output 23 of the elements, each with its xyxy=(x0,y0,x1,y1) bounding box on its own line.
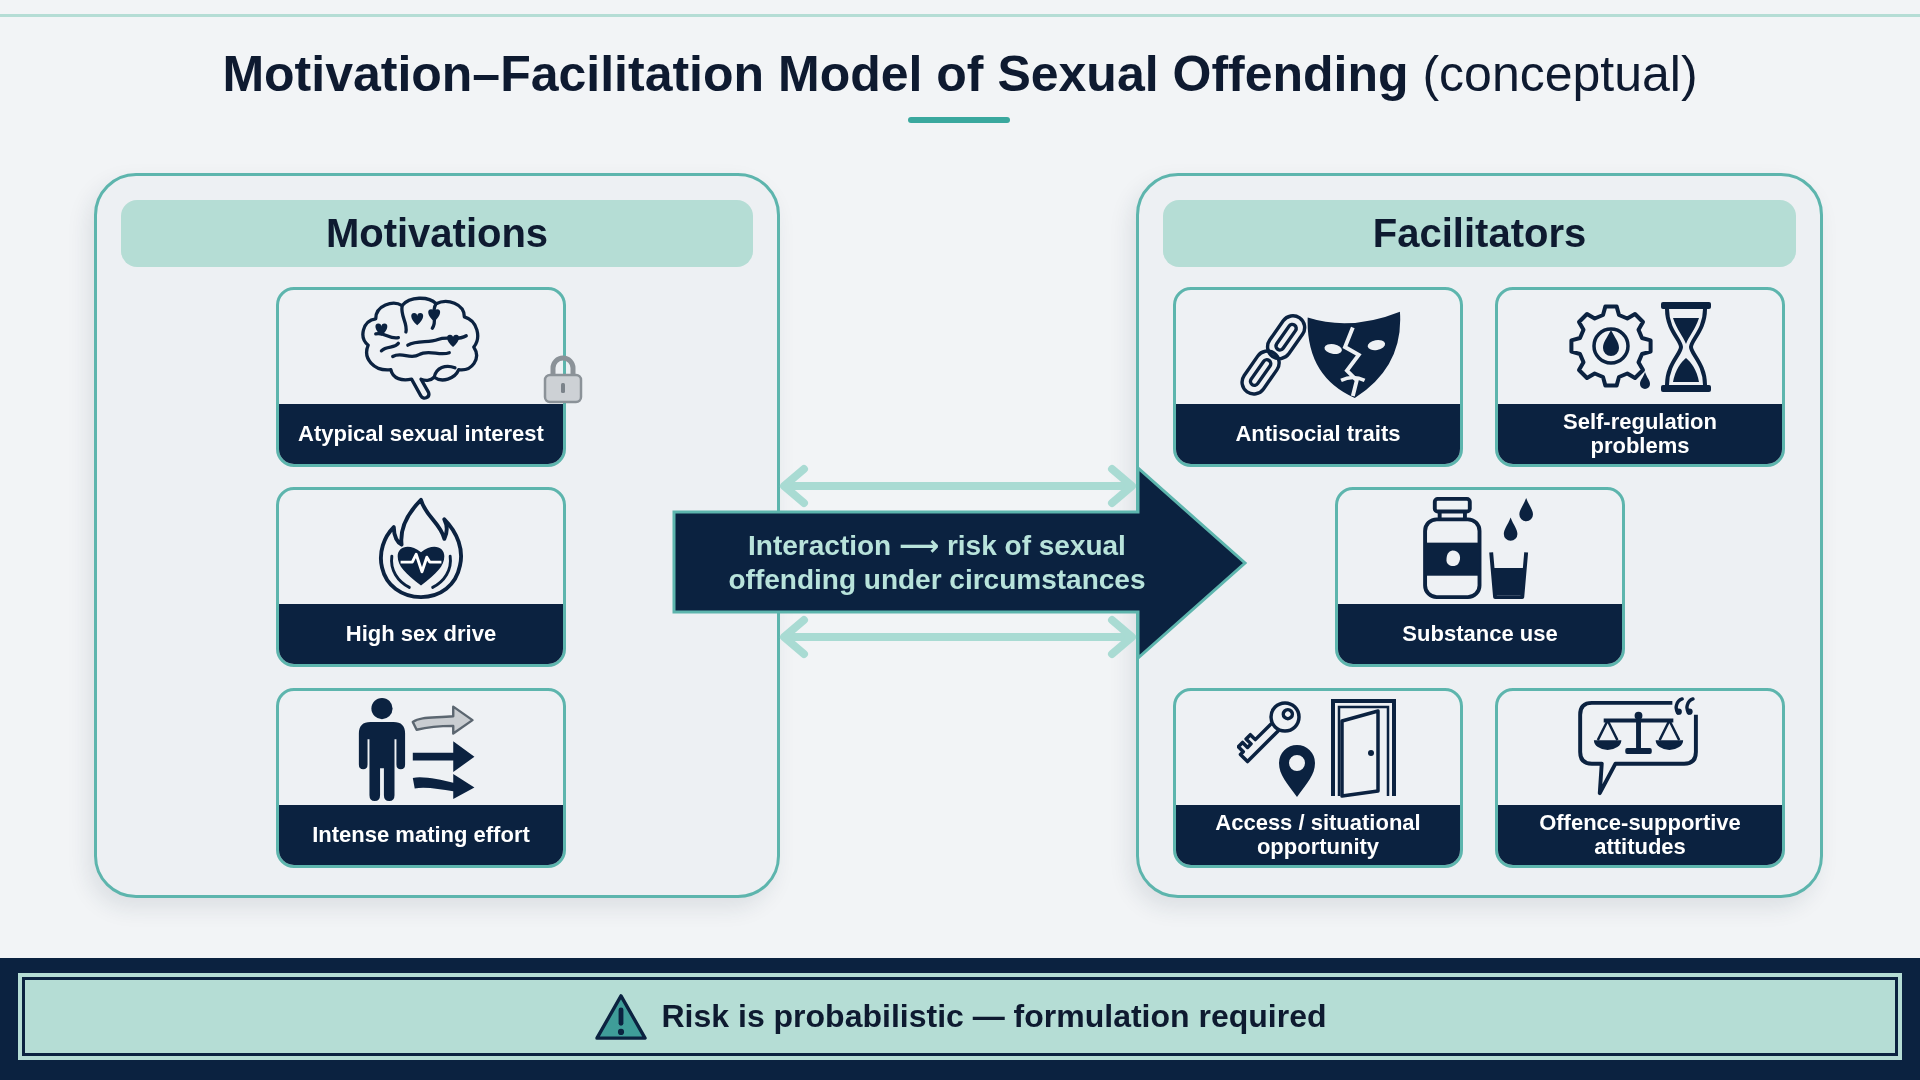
arrow-label: Interaction ⟶ risk of sexual offending under circumstances xyxy=(727,528,1147,597)
factor-card xyxy=(1335,487,1625,667)
title: Motivation–Facilitation Model of Sexual Offending (conceptual) xyxy=(221,45,1699,104)
note-banner xyxy=(18,973,1902,1060)
panel-header: Motivations xyxy=(121,200,753,267)
card-label: Atypical sexual interest xyxy=(279,404,563,464)
factor-card xyxy=(276,487,566,667)
factor-card xyxy=(1495,287,1785,467)
panel-header: Facilitators xyxy=(1163,200,1796,267)
double-arrow xyxy=(780,616,1136,658)
card-label: Self-regulation problems xyxy=(1498,404,1782,464)
banner-text: Risk is probabilistic — formulation required xyxy=(661,998,1327,1035)
factor-card xyxy=(1173,688,1463,868)
card-label: Antisocial traits xyxy=(1176,404,1460,464)
factor-card xyxy=(1495,688,1785,868)
card-label: Intense mating effort xyxy=(279,805,563,865)
card-label: High sex drive xyxy=(279,604,563,664)
factor-card xyxy=(1173,287,1463,467)
double-arrow xyxy=(780,465,1136,507)
factor-card xyxy=(276,688,566,868)
card-label: Offence-supportive attitudes xyxy=(1498,805,1782,865)
card-label: Substance use xyxy=(1338,604,1622,664)
card-label: Access / situational opportunity xyxy=(1176,805,1460,865)
